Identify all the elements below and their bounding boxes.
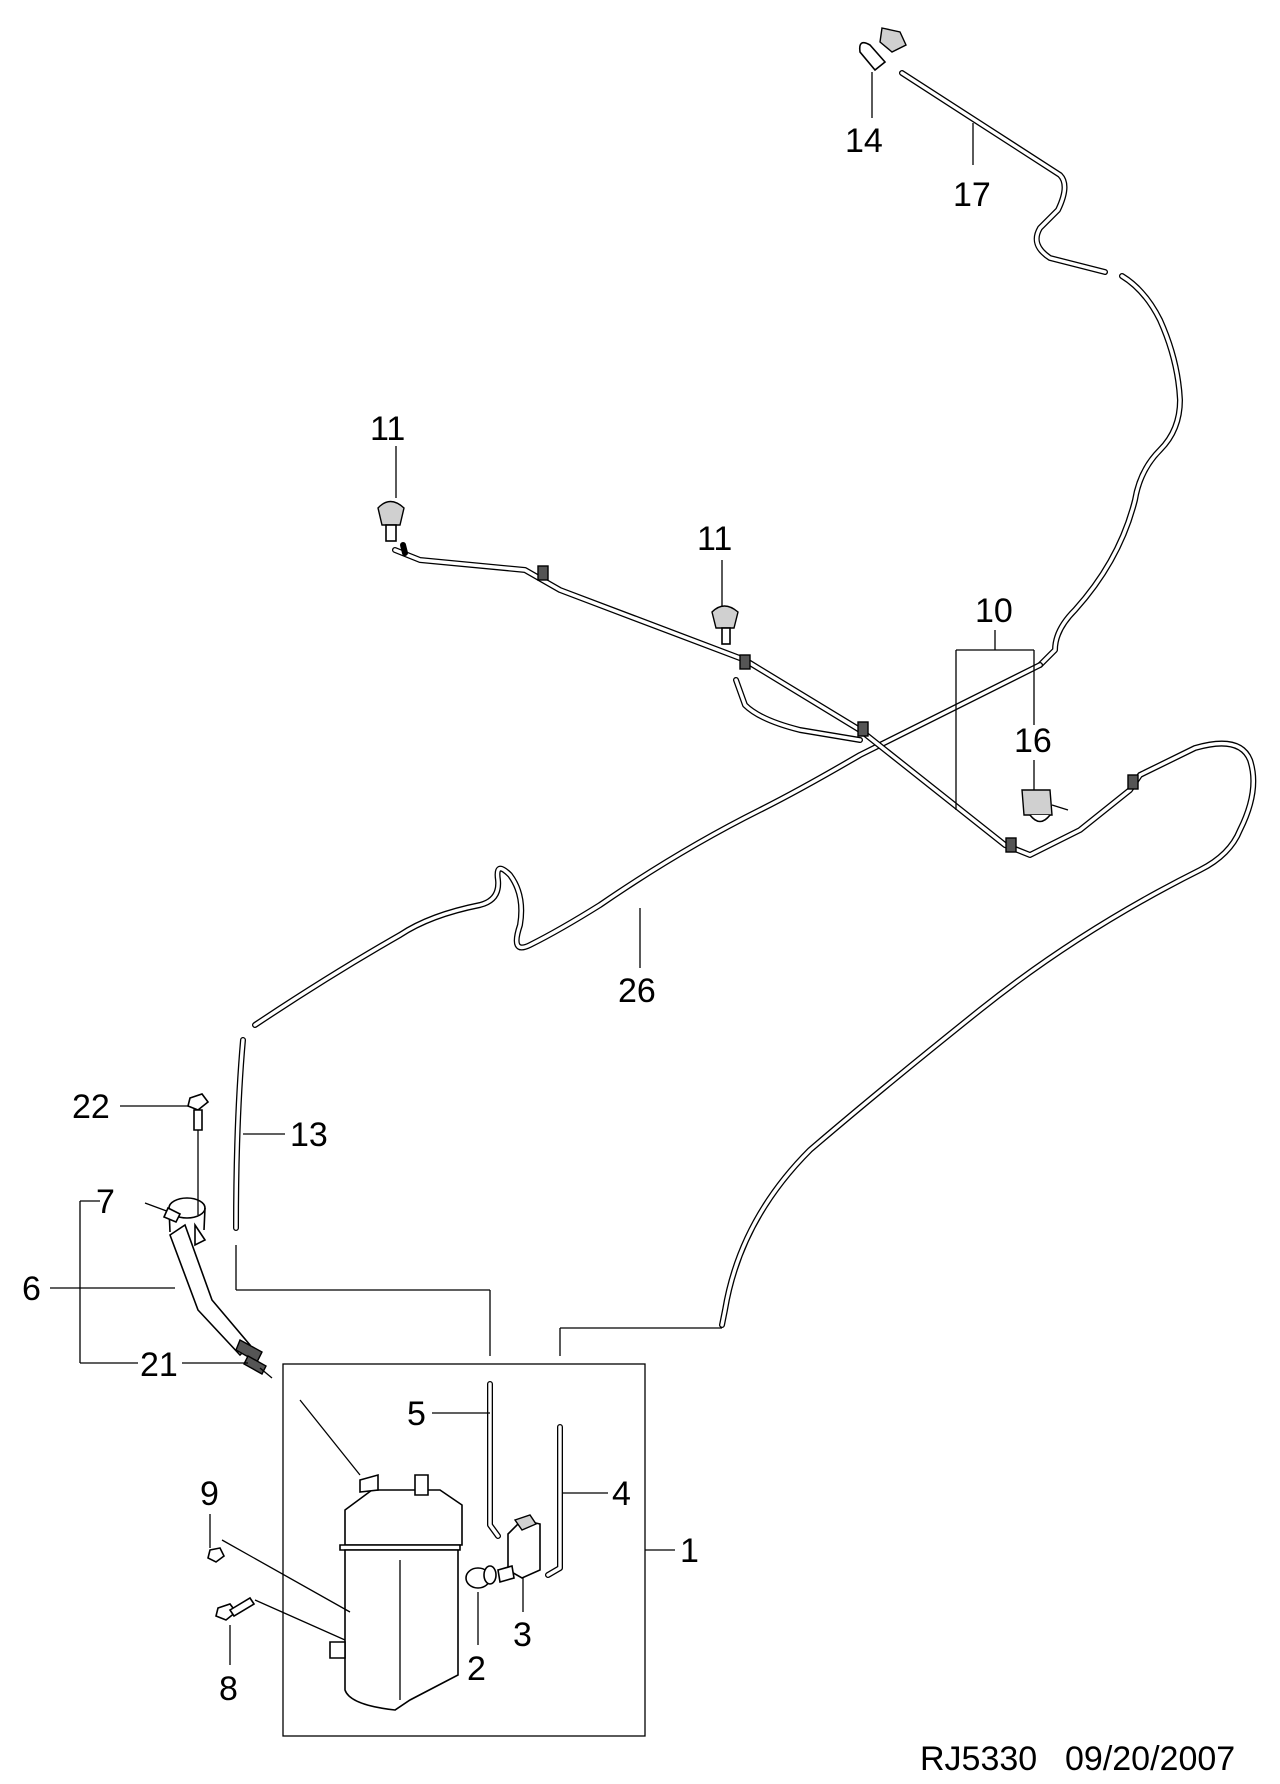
bolt-8 (215, 1596, 256, 1621)
callout-6: 6 (22, 1270, 41, 1308)
callout-17: 17 (953, 176, 991, 214)
hose-26 (252, 662, 1043, 1028)
callout-26: 26 (618, 972, 656, 1010)
hose-17 (899, 70, 1183, 668)
callout-2: 2 (467, 1650, 486, 1688)
callout-5: 5 (407, 1395, 426, 1433)
callout-9: 9 (200, 1475, 219, 1513)
hose-13 (233, 1037, 246, 1231)
hose-clips (537, 565, 1139, 853)
drawing-date: 09/20/2007 (1065, 1740, 1235, 1778)
callout-3: 3 (513, 1616, 532, 1654)
drawing-code: RJ5330 (920, 1740, 1037, 1778)
callout-11-right: 11 (697, 520, 732, 558)
elbow-nozzle-14 (858, 27, 907, 72)
washer-nozzle-right (711, 605, 739, 645)
grommet-2 (465, 1565, 497, 1589)
hoses-4-5 (487, 1381, 563, 1578)
callout-21: 21 (140, 1346, 178, 1384)
hose-clip-16 (1021, 789, 1069, 823)
callout-13: 13 (290, 1116, 328, 1154)
bolt-22 (187, 1093, 210, 1131)
callout-14: 14 (845, 122, 883, 160)
grommet-21 (235, 1339, 273, 1379)
leader-lines (50, 72, 1035, 1737)
washer-nozzle-left (377, 500, 405, 542)
callout-7: 7 (96, 1183, 115, 1221)
washer-pump-3 (497, 1514, 541, 1584)
callout-1: 1 (680, 1532, 699, 1570)
callout-10: 10 (975, 592, 1013, 630)
callout-22: 22 (72, 1088, 110, 1126)
nut-9 (207, 1547, 226, 1563)
hose-10 (392, 542, 1257, 1328)
callout-16: 16 (1014, 722, 1052, 760)
callout-11-left: 11 (370, 410, 405, 448)
filler-cap-7 (144, 1202, 182, 1224)
reservoir-tank (329, 1473, 463, 1711)
callout-8: 8 (219, 1670, 238, 1708)
callout-4: 4 (612, 1475, 631, 1513)
